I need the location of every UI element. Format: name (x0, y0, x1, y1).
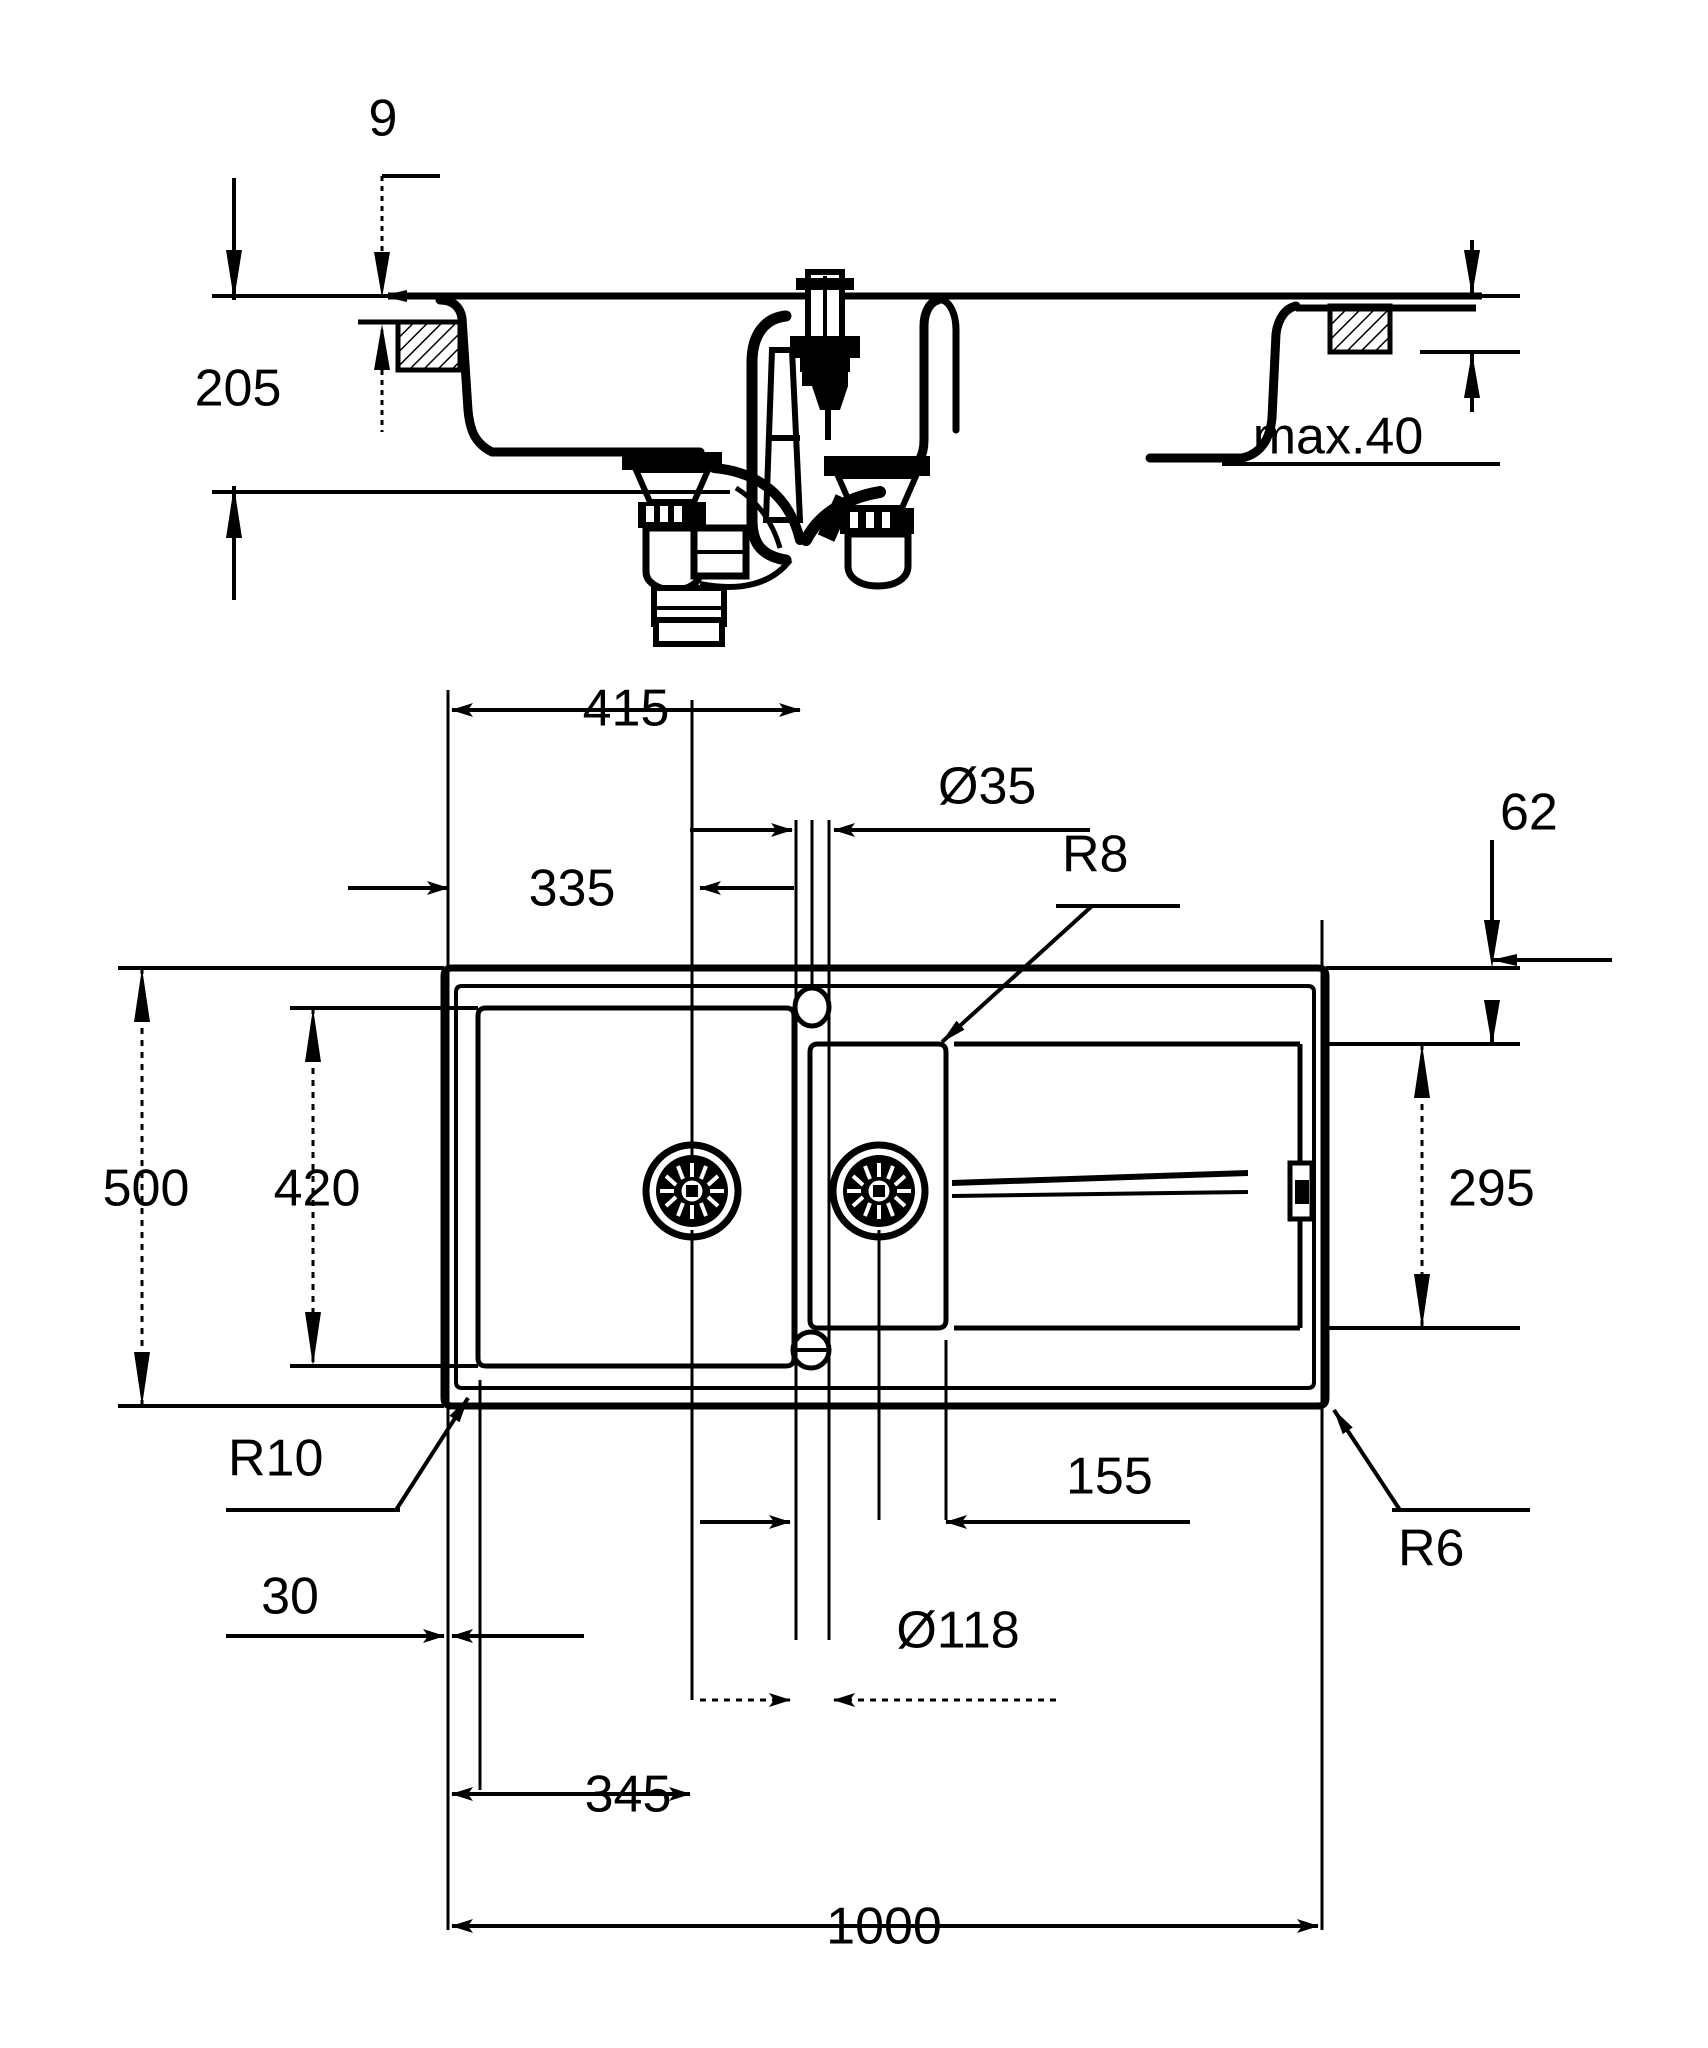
worktop-section-hatch-left (395, 319, 463, 373)
dim-label-R10: R10 (228, 1430, 323, 1488)
overflow-pipe (746, 310, 792, 566)
dimension-dia118: Ø118 (700, 1515, 1060, 1707)
main-bowl-drain (642, 1141, 742, 1241)
dimension-415: 415 (451, 680, 801, 738)
bowl-left-profile (435, 295, 705, 457)
bowl-mid-right-profile (938, 296, 960, 434)
overflow-slot (1287, 1160, 1315, 1222)
dimension-62: 62 (1484, 784, 1612, 1046)
half-bowl-right-profile (1145, 301, 1301, 463)
plan-view-group: 415 335 Ø35 62 R8 (103, 680, 1612, 1956)
dim-label-R6: R6 (1398, 1520, 1464, 1578)
dimension-205: 205 (195, 178, 730, 600)
projection-lines (446, 690, 1324, 1930)
dimension-295: 295 (1414, 1044, 1535, 1328)
dimension-max40: max.40 (1222, 240, 1520, 466)
waste-strainer-main (622, 452, 750, 627)
sink-outer-rim (440, 964, 1330, 1410)
dim-label-500: 500 (103, 1160, 190, 1218)
worktop-section-hatch-right (1327, 303, 1393, 355)
dim-label-dia118: Ø118 (896, 1602, 1019, 1660)
leader-R8: R8 (940, 826, 1180, 1044)
dim-label-205: 205 (195, 360, 282, 418)
sink-inner-rim (454, 984, 1316, 1390)
dimension-345: 345 (451, 1766, 691, 1824)
dim-label-155: 155 (1066, 1448, 1153, 1506)
dim-label-1000: 1000 (826, 1898, 942, 1956)
leader-R6: R6 (1332, 1408, 1530, 1578)
dim-label-335: 335 (529, 860, 616, 918)
dimension-500: 500 (103, 968, 190, 1406)
overflow-hole (790, 1329, 832, 1371)
half-bowl-outline (807, 1041, 949, 1331)
dim-label-295: 295 (1448, 1160, 1535, 1218)
dimension-9: 9 (369, 90, 440, 432)
dim-label-62: 62 (1500, 784, 1558, 842)
drainer-grooves (951, 1170, 1249, 1198)
dim-label-9: 9 (369, 90, 398, 148)
dimension-335: 335 (348, 860, 794, 918)
dimension-dia35: Ø35 (690, 758, 1090, 837)
tap-hole (792, 985, 832, 1029)
dim-label-30: 30 (261, 1568, 319, 1626)
dim-label-415: 415 (583, 680, 670, 738)
dimension-1000: 1000 (451, 1898, 1319, 1956)
dimension-30: 30 (226, 1568, 584, 1643)
dim-label-R8: R8 (1062, 826, 1128, 884)
left-reference-lines (118, 966, 478, 1408)
dim-label-345: 345 (585, 1766, 672, 1824)
drain-outlet-pipe (653, 617, 725, 647)
dimension-420: 420 (274, 1008, 361, 1366)
leader-R10: R10 (226, 1396, 470, 1512)
section-view-group: 9 205 max.40 (195, 90, 1520, 647)
tap-riser-assembly (790, 269, 860, 440)
dim-label-dia35: Ø35 (938, 758, 1036, 816)
half-bowl-drain (829, 1141, 929, 1241)
dimension-155: 155 (945, 1448, 1190, 1529)
dim-label-max40: max.40 (1253, 408, 1424, 466)
dim-label-420: 420 (274, 1160, 361, 1218)
trap-pipework (699, 463, 886, 590)
